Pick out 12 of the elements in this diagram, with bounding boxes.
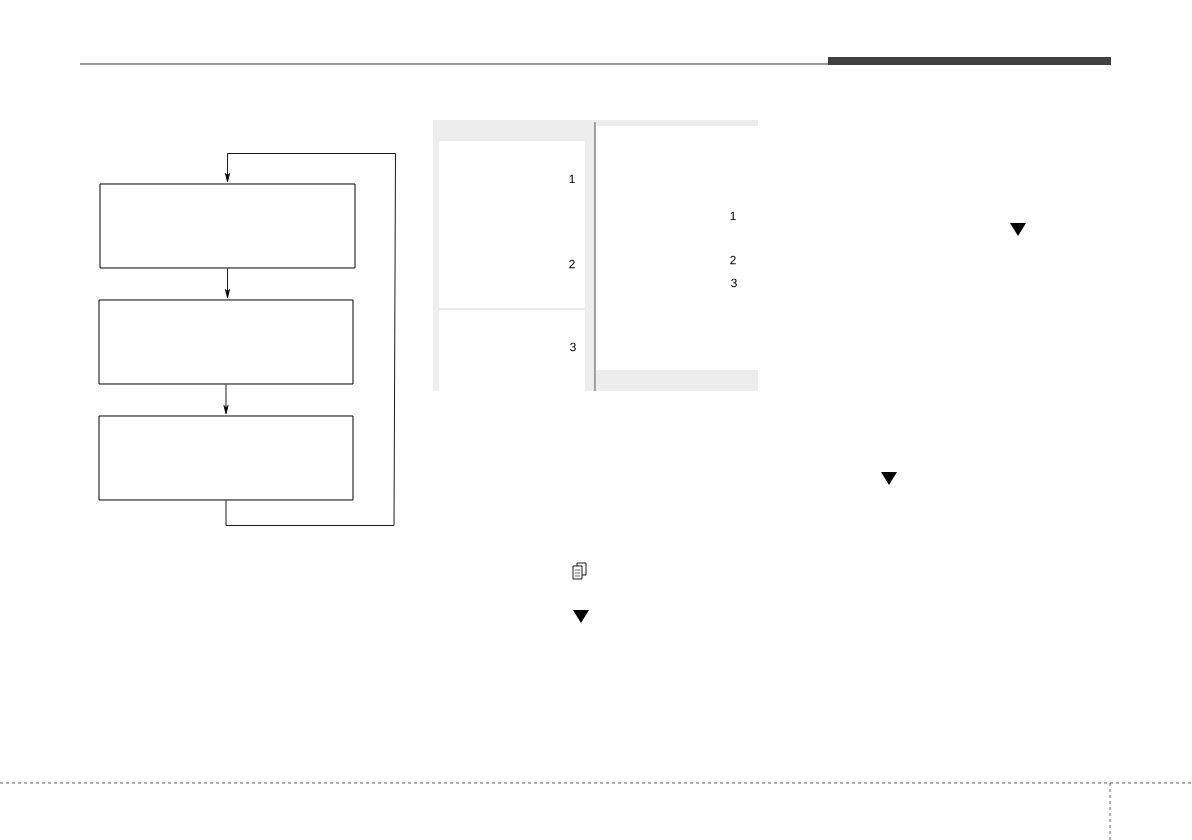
arrow	[225, 153, 396, 526]
callout-number: 3	[570, 342, 576, 352]
process-box	[98, 415, 354, 501]
callout-number: 1	[569, 174, 575, 184]
arrow	[225, 268, 230, 299]
process-box	[99, 183, 356, 269]
callout-number: 2	[730, 255, 736, 265]
arrow	[223, 384, 229, 415]
callout-number: 3	[731, 278, 737, 288]
process-box	[98, 299, 354, 385]
callout-number: 1	[730, 211, 736, 221]
callout-number: 2	[569, 259, 575, 269]
